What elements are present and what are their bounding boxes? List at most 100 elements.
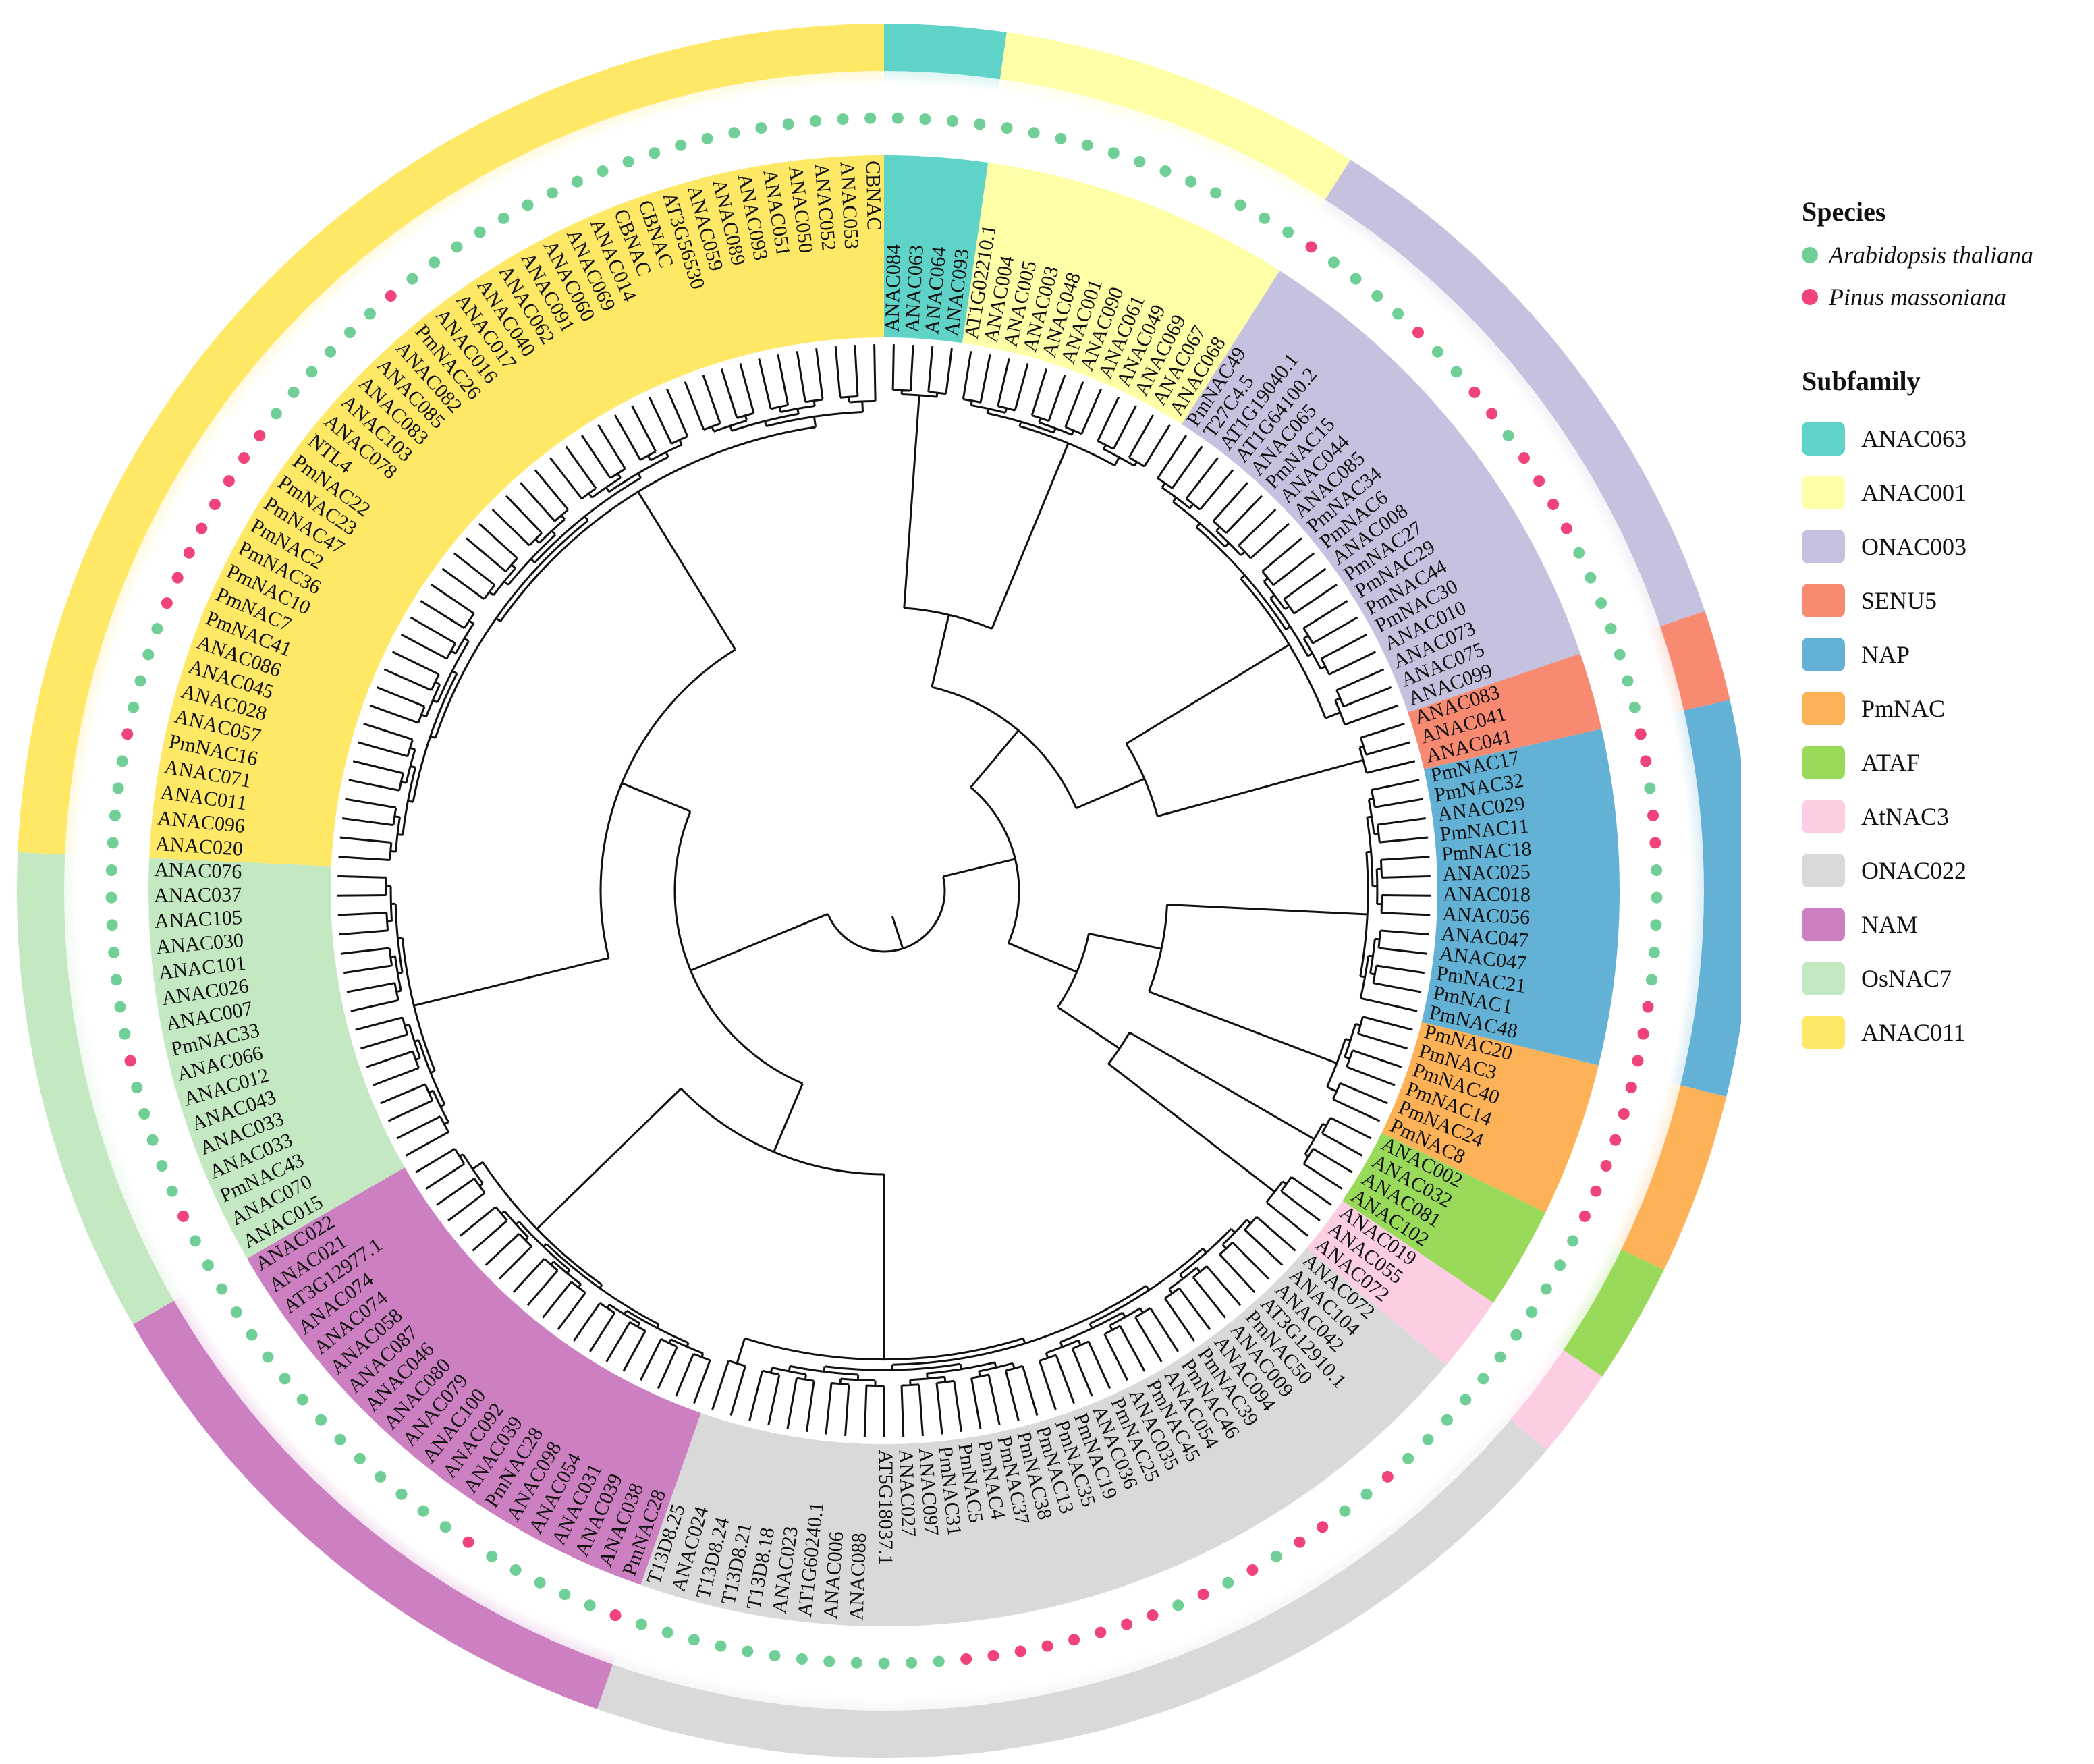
terminal-branch — [441, 568, 465, 586]
subfamily-label: OsNAC7 — [1861, 965, 1952, 992]
subfamily-ring-segment-pmnac — [1609, 1082, 1727, 1270]
terminal-branch — [348, 779, 376, 787]
species-dot — [183, 547, 195, 559]
terminal-branch — [1037, 368, 1048, 395]
species-dot — [1547, 499, 1560, 510]
species-dot — [124, 1055, 136, 1067]
subfamily-ring-segment-ataf — [1551, 1243, 1664, 1377]
terminal-branch — [1394, 986, 1422, 993]
terminal-branch — [1147, 1338, 1163, 1362]
species-dot — [755, 122, 767, 134]
species-dot — [1651, 891, 1663, 904]
species-dot — [1159, 165, 1172, 177]
terminal-branch — [360, 1039, 387, 1050]
subfamily-label-wedge-nam — [247, 1167, 701, 1585]
species-dot — [1392, 308, 1404, 320]
terminal-branch — [920, 1408, 924, 1437]
subfamily-swatch — [1802, 422, 1845, 456]
species-dot — [1590, 1185, 1602, 1197]
terminal-branch — [711, 1383, 722, 1410]
species-dot — [635, 1618, 647, 1630]
species-dot — [742, 1645, 754, 1657]
terminal-branch — [1178, 1318, 1195, 1342]
terminal-branch — [534, 469, 553, 492]
leaf-label: ANAC027 — [895, 1449, 920, 1537]
species-dot — [878, 1657, 890, 1670]
terminal-branch — [339, 836, 367, 842]
species-dot — [375, 1470, 387, 1483]
species-dot — [597, 165, 609, 177]
species-dot — [128, 701, 140, 713]
subfamily-label-wedge-atnac3 — [1306, 1201, 1493, 1366]
species-dot — [1402, 1452, 1414, 1464]
species-dot — [1441, 1414, 1453, 1426]
species-dot — [209, 499, 221, 510]
species-dot — [715, 1640, 727, 1652]
species-dot — [1628, 701, 1641, 713]
species-dot — [417, 1505, 429, 1517]
species-dot — [974, 118, 986, 130]
species-dot — [1637, 1028, 1649, 1040]
species-dot — [769, 1649, 781, 1661]
phylogenetic-tree: ANAC084ANAC063ANAC064ANAC093AT1G02210.1A… — [17, 24, 1741, 1758]
species-dot — [112, 782, 124, 794]
species-dot — [279, 1373, 291, 1385]
species-dot — [108, 946, 120, 958]
terminal-branch — [666, 388, 679, 414]
species-dot — [254, 429, 266, 441]
species-dot — [315, 1414, 327, 1426]
species-dot — [1450, 366, 1462, 378]
terminal-branch — [541, 1296, 561, 1319]
subfamily-legend-item: ONAC003 — [1802, 520, 2085, 574]
terminal-branch — [405, 1141, 431, 1157]
terminal-branch — [369, 704, 396, 716]
subfamily-label-wedge-osnac7 — [148, 858, 405, 1259]
leaf-label: AT5G18037.1 — [875, 1450, 897, 1565]
species-dot — [116, 755, 128, 767]
species-dot — [1107, 147, 1120, 159]
species-dot — [891, 112, 904, 124]
species-dot — [334, 1433, 346, 1445]
species-dot — [1282, 226, 1294, 238]
terminal-branch — [1248, 1259, 1270, 1280]
legend: Species Arabidopsis thaliana Pinus masso… — [1802, 196, 2085, 1059]
terminal-branch — [1055, 375, 1066, 401]
terminal-branch — [1114, 1355, 1129, 1381]
species-dot — [1622, 675, 1634, 687]
species-dot — [534, 1576, 546, 1589]
subfamily-label: ANAC011 — [1861, 1019, 1966, 1046]
species-dot — [109, 809, 121, 821]
terminal-branch — [549, 457, 568, 480]
terminal-branch — [1028, 1389, 1039, 1416]
species-dot — [1540, 1283, 1552, 1295]
subfamily-label-wedge-onac022 — [640, 1247, 1446, 1626]
terminal-branch — [339, 931, 366, 936]
subfamily-label: ATAF — [1861, 749, 1921, 776]
leaf-label: ANAC018 — [1443, 883, 1531, 906]
terminal-branch — [1280, 537, 1302, 557]
leaf-label: ANAC088 — [846, 1533, 871, 1621]
subfamily-swatch — [1802, 476, 1845, 509]
terminal-branch — [1319, 1173, 1343, 1190]
terminal-branch — [965, 351, 972, 379]
subfamily-label-wedge-anac011 — [149, 155, 885, 866]
subfamily-legend-title: Subfamily — [1802, 366, 1921, 396]
subfamily-label-wedge-anac001 — [962, 162, 1280, 424]
species-dot — [296, 1394, 308, 1406]
terminal-branch — [459, 1218, 482, 1237]
species-dot — [919, 113, 931, 126]
species-dot — [701, 132, 713, 144]
species-dot — [189, 1235, 201, 1247]
species-dot — [134, 675, 146, 687]
species-dot — [1121, 1618, 1133, 1630]
species-dot — [1431, 346, 1443, 358]
species-dot — [325, 346, 337, 358]
terminal-branch — [1338, 1141, 1363, 1157]
species-dot — [1585, 572, 1597, 584]
species-dot — [262, 1351, 274, 1363]
species-dot — [1360, 1488, 1373, 1500]
species-dot — [111, 974, 123, 986]
terminal-branch — [639, 1355, 654, 1381]
species-dot — [105, 891, 117, 904]
subfamily-label-wedge-ataf — [1342, 1132, 1546, 1303]
